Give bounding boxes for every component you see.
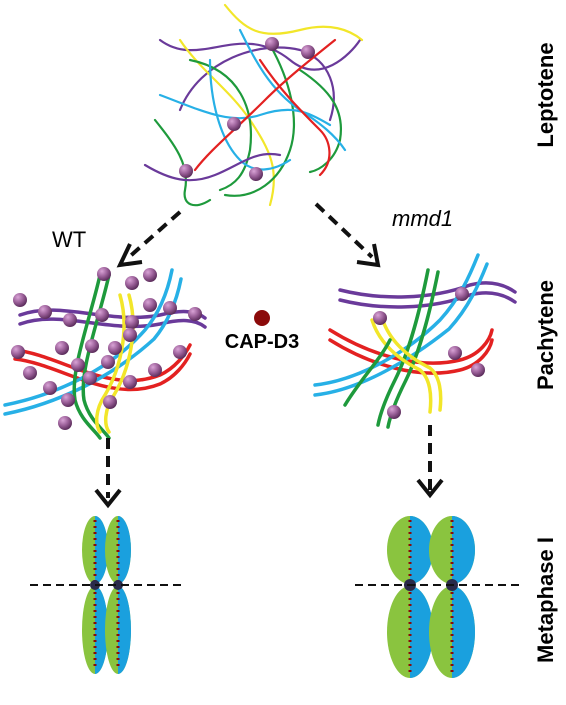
metaphase-stage-label: Metaphase I	[533, 537, 558, 663]
cap-d3-marker	[254, 310, 270, 326]
arrow-leptotene-to-mmd1	[314, 202, 381, 268]
leptotene-cap-d3-beads	[179, 37, 315, 181]
wt-metaphase-bivalent	[82, 516, 131, 674]
arrow-mmd1-to-metaphase	[416, 425, 444, 499]
cap-d3-label: CAP-D3	[225, 331, 299, 353]
cap-d3-legend: CAP-D3	[225, 310, 299, 353]
leptotene-stage-label: Leptotene	[533, 42, 558, 147]
wt-label: WT	[52, 227, 86, 252]
arrow-wt-to-metaphase	[94, 438, 122, 509]
pachytene-stage-label: Pachytene	[533, 280, 558, 390]
leptotene-chromosome-tangle	[143, 3, 364, 207]
mmd1-pachytene-cap-d3-beads	[373, 287, 485, 419]
mmd1-pachytene-bivalents	[313, 253, 517, 429]
mmd1-label: mmd1	[392, 206, 453, 231]
arrow-leptotene-to-wt	[116, 210, 182, 268]
mmd1-metaphase-bivalent	[387, 516, 475, 678]
wt-pachytene-cap-d3-beads	[11, 267, 202, 430]
